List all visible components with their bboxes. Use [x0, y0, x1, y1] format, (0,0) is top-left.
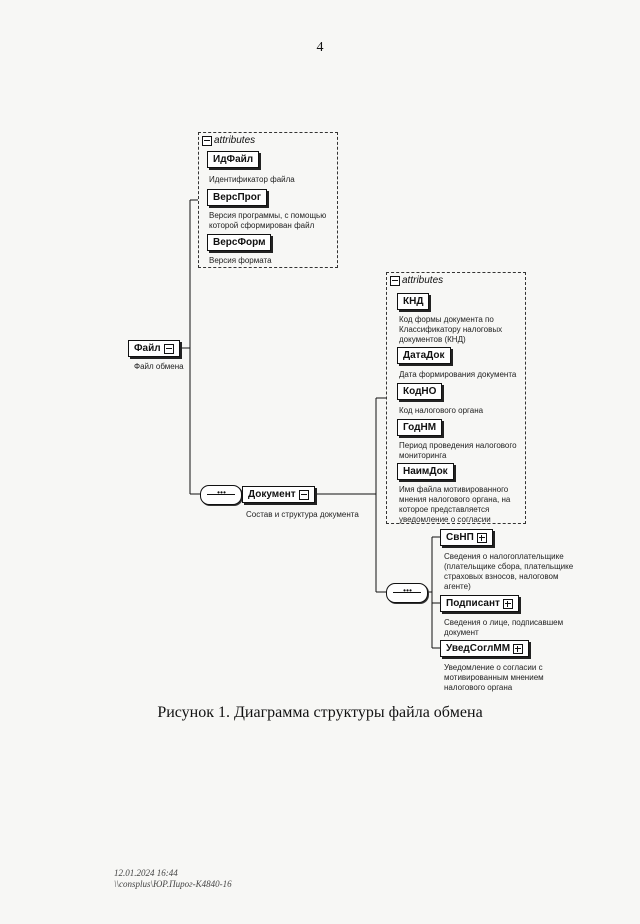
- attribute-desc: Идентификатор файла: [209, 175, 295, 184]
- expand-icon[interactable]: [513, 643, 524, 654]
- child-node-svnp[interactable]: СвНП: [440, 529, 493, 546]
- attribute-node[interactable]: КНД: [397, 293, 430, 310]
- sequence-icon: [200, 485, 242, 505]
- attribute-desc: Версия программы, с помощью которой сфор…: [209, 211, 327, 230]
- file-attributes-group: attributes ИдФайл Идентификатор файла Ве…: [198, 132, 338, 268]
- file-node-desc: Файл обмена: [134, 362, 184, 371]
- page-number: 4: [316, 40, 324, 55]
- attribute-desc: Период проведения налогового мониторинга: [399, 441, 517, 460]
- collapse-icon[interactable]: [163, 343, 174, 354]
- figure-caption: Рисунок 1. Диаграмма структуры файла обм…: [157, 704, 483, 721]
- footer-stamp: 12.01.2024 16:44 \\consplus\ЮР.Пирог-К48…: [114, 868, 232, 890]
- footer-path: \\consplus\ЮР.Пирог-К4840-16: [114, 879, 232, 889]
- child-node-desc: Сведения о налогоплательщике (плательщик…: [444, 552, 574, 591]
- attribute-node[interactable]: ВерсФорм: [207, 234, 272, 251]
- attribute-node[interactable]: КодНО: [397, 383, 443, 400]
- document-node-label: Документ: [248, 489, 296, 500]
- file-node-label: Файл: [134, 343, 161, 354]
- attribute-node[interactable]: НаимДок: [397, 463, 454, 480]
- child-node-desc: Уведомление о согласии с мотивированным …: [444, 663, 544, 692]
- attributes-label: attributes: [402, 275, 444, 286]
- child-node-label: УведСоглММ: [446, 643, 511, 654]
- attribute-node[interactable]: ДатаДок: [397, 347, 451, 364]
- attribute-desc: Код формы документа по Классификатору на…: [399, 315, 503, 344]
- attribute-node[interactable]: ГодНМ: [397, 419, 443, 436]
- attribute-node[interactable]: ИдФайл: [207, 151, 260, 168]
- file-node[interactable]: Файл: [128, 340, 180, 357]
- sequence-icon: [386, 583, 428, 603]
- expand-icon[interactable]: [476, 532, 487, 543]
- collapse-icon[interactable]: [202, 135, 212, 146]
- child-node-podpisant[interactable]: Подписант: [440, 595, 519, 612]
- attribute-desc: Версия формата: [209, 256, 272, 265]
- document-attributes-group: attributes КНД Код формы документа по Кл…: [386, 272, 526, 524]
- document-node[interactable]: Документ: [242, 486, 315, 503]
- child-node-label: Подписант: [446, 598, 500, 609]
- footer-date: 12.01.2024 16:44: [114, 868, 178, 878]
- attribute-desc: Код налогового органа: [399, 406, 484, 415]
- attribute-desc: Дата формирования документа: [399, 370, 517, 379]
- attribute-node[interactable]: ВерсПрог: [207, 189, 268, 206]
- file-attributes-header: attributes: [202, 135, 255, 146]
- collapse-icon[interactable]: [390, 275, 400, 286]
- child-node-label: СвНП: [446, 532, 474, 543]
- child-node-desc: Сведения о лице, подписавшем документ: [444, 618, 564, 637]
- child-node-uved[interactable]: УведСоглММ: [440, 640, 530, 657]
- attribute-desc: Имя файла мотивированного мнения налогов…: [399, 485, 511, 524]
- attributes-label: attributes: [214, 135, 256, 146]
- document-node-desc: Состав и структура документа: [246, 510, 359, 519]
- document-attributes-header: attributes: [390, 275, 443, 286]
- expand-icon[interactable]: [502, 598, 513, 609]
- collapse-icon[interactable]: [298, 489, 309, 500]
